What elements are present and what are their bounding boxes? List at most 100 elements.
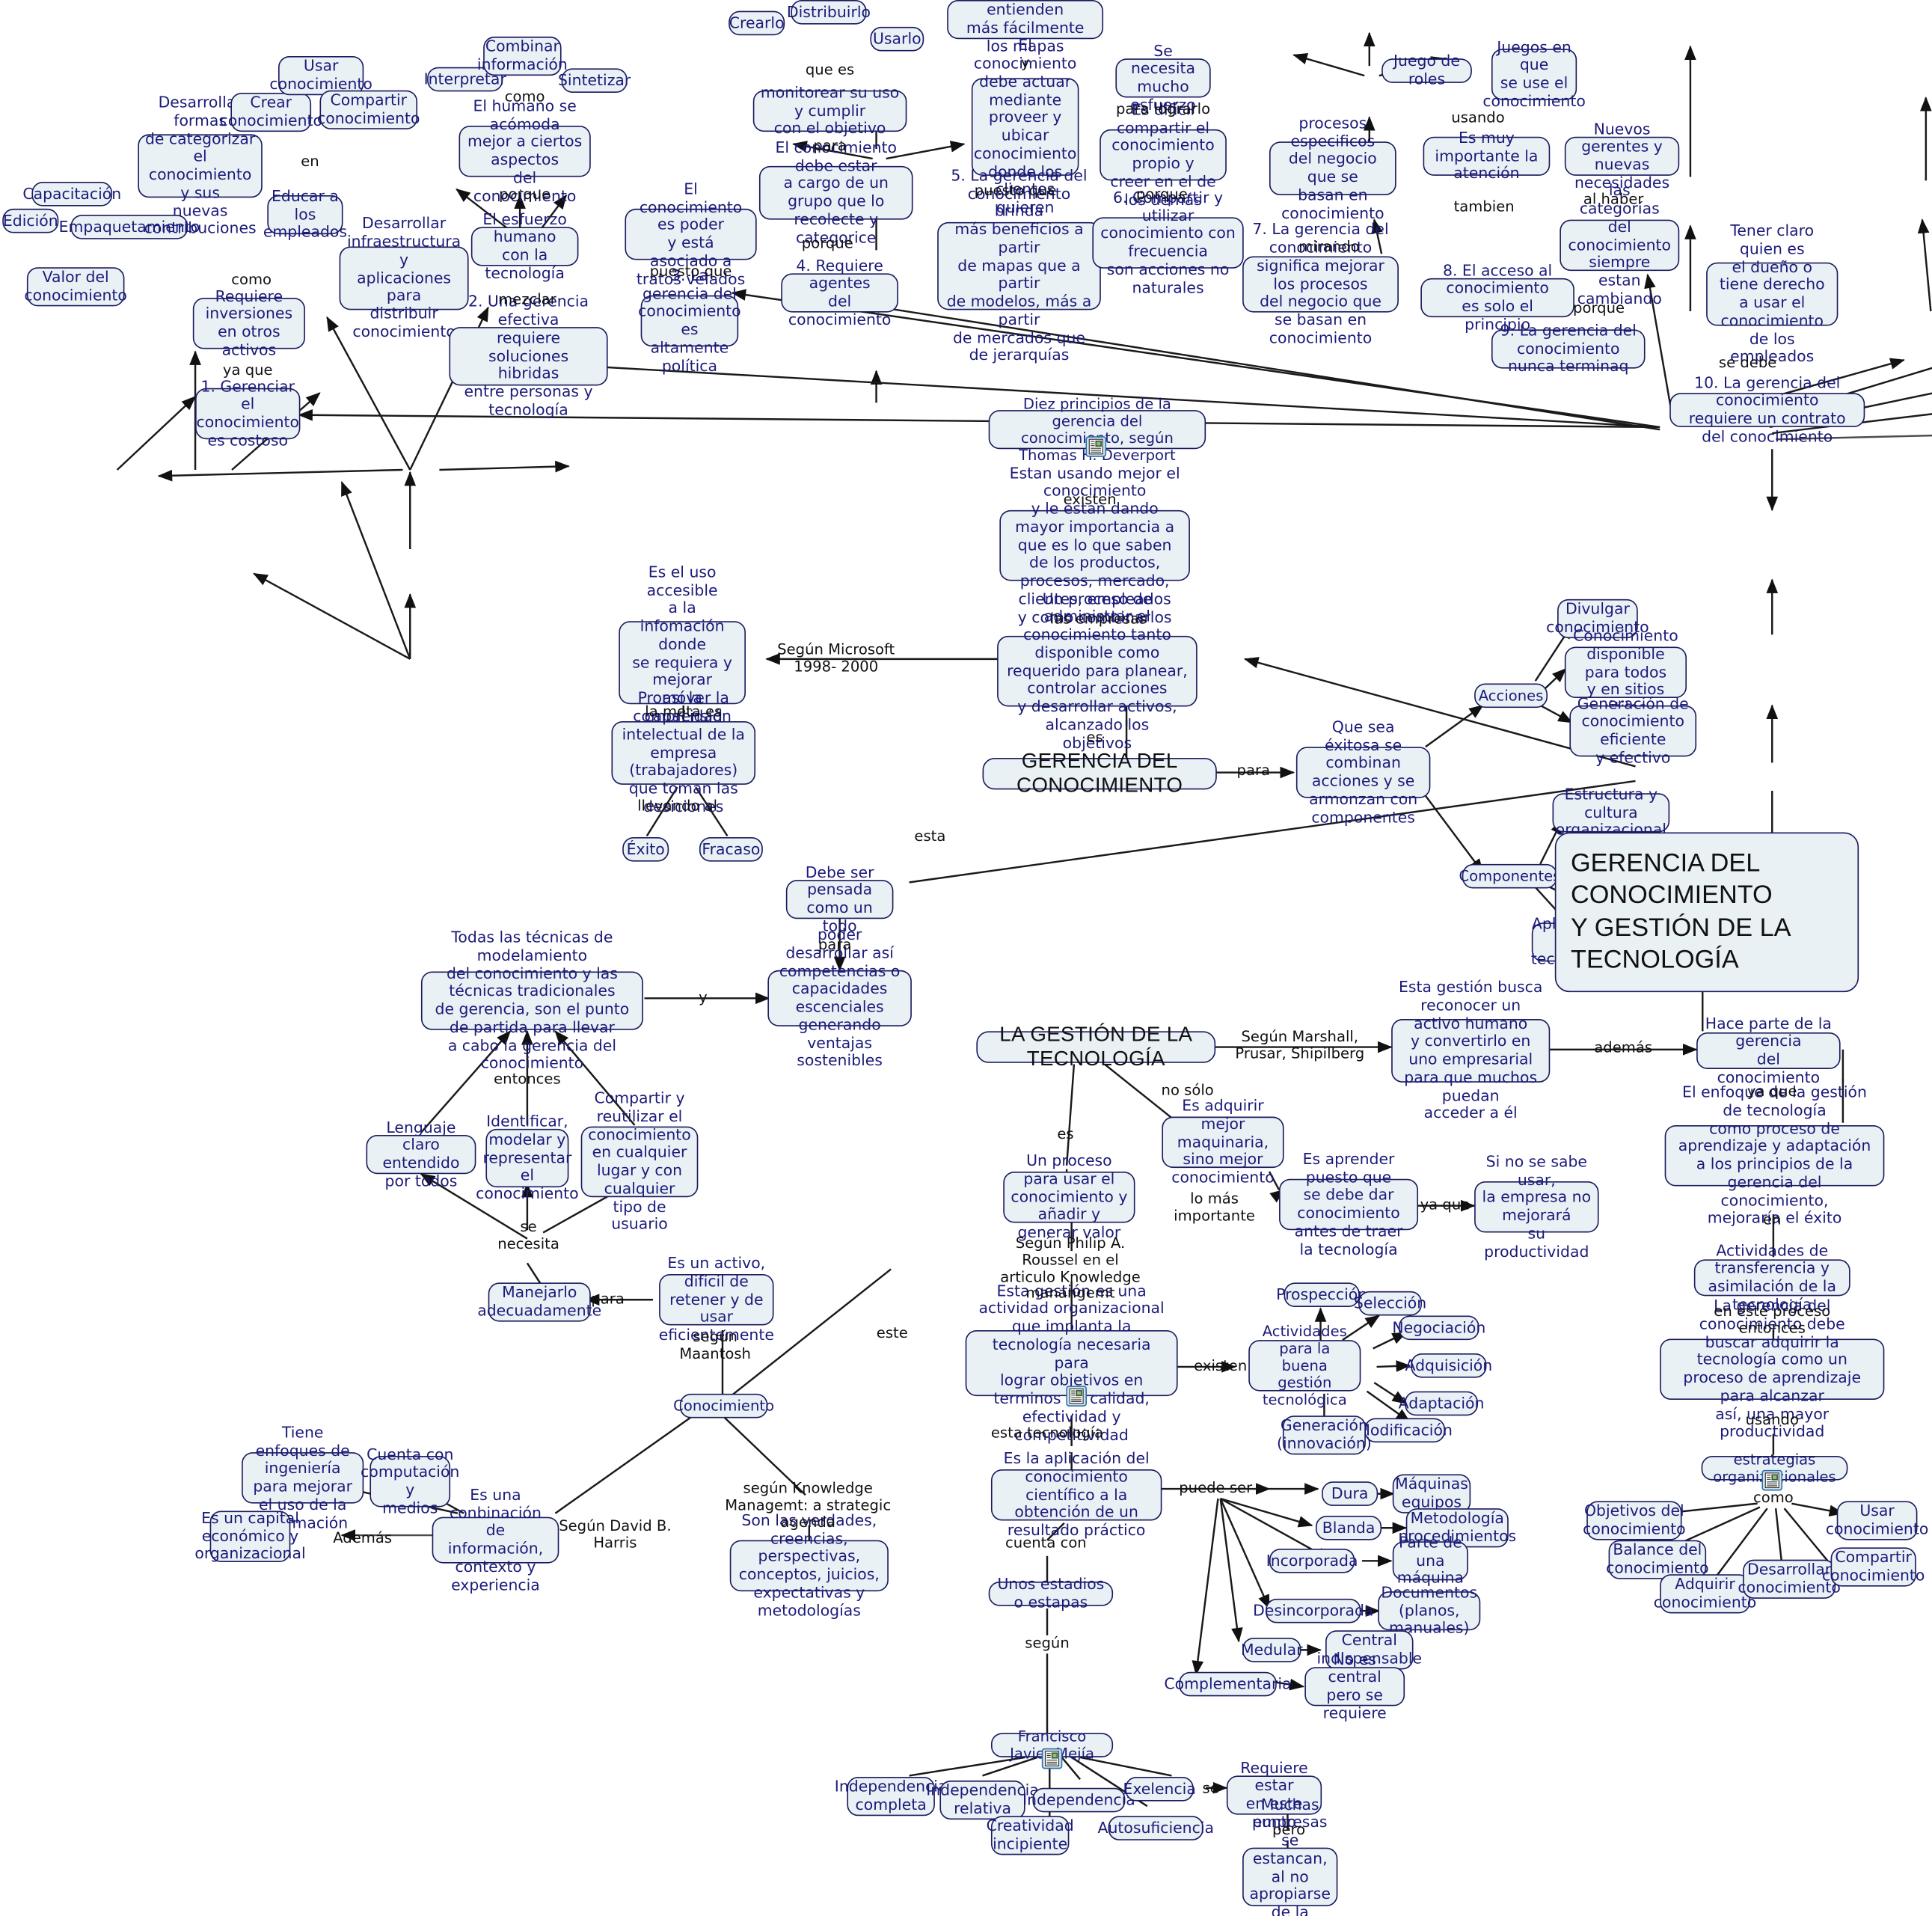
node-importante-atencion[interactable]: Es muy importante la atención	[1423, 128, 1551, 182]
node-creatividad-incipiente[interactable]: Creatividad incipiente	[987, 1816, 1074, 1855]
node-titulo-central[interactable]: GERENCIA DEL CONOCIMIENTO Y GESTIÓN DE L…	[1554, 832, 1859, 993]
node-gerencia-del-conocimiento[interactable]: GERENCIA DEL CONOCIMIENTO	[982, 749, 1217, 797]
node-adquirir-maquinaria[interactable]: Es adquirir mejor maquinaria, sino mejor…	[1162, 1096, 1284, 1187]
node-acciones[interactable]: Acciones	[1474, 683, 1548, 708]
node-componentes[interactable]: Componentes	[1459, 863, 1560, 889]
node-desincorporada[interactable]: Desincorporada	[1253, 1598, 1373, 1623]
node-conocimiento-grupo[interactable]: El conocimiento debe estar a cargo de un…	[758, 138, 913, 245]
node-blanda[interactable]: Blanda	[1315, 1515, 1382, 1540]
node-no-es-central[interactable]: No es central pero se requiere	[1304, 1650, 1405, 1721]
node-central-indispensable[interactable]: Central indispensable	[1317, 1630, 1422, 1670]
node-combinar-informacion[interactable]: Combinar información	[477, 36, 568, 76]
node-desarrollar-infraestructura[interactable]: Desarrollar infraestructura y aplicacion…	[339, 214, 469, 340]
node-principio-8[interactable]: 8. El acceso al conocimiento es solo el …	[1420, 260, 1574, 333]
node-es-capital[interactable]: Es un capital económico y organizacional	[194, 1508, 306, 1563]
node-es-combinacion[interactable]: Es una conbinación de información, conte…	[432, 1485, 559, 1593]
node-proceso-usar[interactable]: Un proceso para usar el conocimiento y a…	[1003, 1151, 1135, 1241]
node-si-no-sabe-usar[interactable]: Si no se sabe usar, la empresa no mejora…	[1474, 1152, 1599, 1260]
node-principio-2[interactable]: 2. Una gerencia efectiva requiere soluci…	[449, 293, 608, 418]
node-conocimiento[interactable]: Conocimiento	[673, 1393, 774, 1418]
node-identificar-modelar[interactable]: Identificar, modelar y representar el co…	[476, 1112, 579, 1202]
node-adquirir-conocimiento[interactable]: Adquirir conocimiento	[1654, 1574, 1756, 1614]
node-que-sea-exitosa[interactable]: Que sea éxitosa se combinan acciones y s…	[1295, 717, 1431, 825]
node-maquinas-equipos[interactable]: Máquinas equipos	[1392, 1474, 1471, 1513]
node-esfuerzo-humano[interactable]: El esfuerzo humano con la tecnología	[470, 209, 579, 281]
node-fracaso[interactable]: Fracaso	[699, 837, 763, 862]
node-enfoque-gestion[interactable]: El enfoque de la gestión de tecnología c…	[1664, 1083, 1885, 1227]
node-parte-maquina[interactable]: Parte de una máquina	[1392, 1533, 1468, 1587]
node-documentos[interactable]: Documentos (planos, manuales)	[1378, 1583, 1481, 1637]
node-exelencia[interactable]: Exelencia	[1123, 1777, 1196, 1802]
node-educar-empleados[interactable]: Educar a los empleados	[263, 186, 348, 241]
node-edicion[interactable]: Edición	[2, 208, 59, 233]
node-es-un-activo[interactable]: Es un activo, difícil de retener y de us…	[658, 1253, 774, 1344]
node-requiere-inversiones[interactable]: Requiere inversiones en otros activos	[192, 287, 305, 358]
node-dificil-compartir[interactable]: Es difícil compartir el conocimiento pro…	[1100, 100, 1227, 208]
node-principio-1[interactable]: 1. Gerenciar el conocimiento es costoso	[195, 376, 301, 449]
node-juegos-conocimiento[interactable]: Juegos en que se use el conocimiento	[1482, 37, 1586, 110]
node-poder-desarrollar[interactable]: poder desarrollar así competencias o cap…	[767, 925, 912, 1069]
node-lenguaje-claro[interactable]: Lenguaje claro entendido por todos	[366, 1118, 476, 1190]
node-balance-conocimiento[interactable]: Balance del conocimiento	[1606, 1540, 1709, 1579]
node-principio-5[interactable]: 5. La gerencia del conocimiento brinda m…	[937, 166, 1101, 364]
node-desarrollar-formas[interactable]: Desarrollar formas de categorizar el con…	[138, 93, 263, 237]
node-negociacion[interactable]: Negociación	[1392, 1315, 1485, 1341]
node-procesos-especificos[interactable]: procesos especificos del negocio que se …	[1269, 113, 1396, 221]
node-incorporada[interactable]: Incorporada	[1266, 1549, 1358, 1573]
node-esta-gestion-busca[interactable]: Esta gestión busca reconocer un activo h…	[1391, 978, 1551, 1121]
resource-icon-estrategias[interactable]	[1761, 1469, 1783, 1491]
node-gerencia-debe-buscar[interactable]: La gerencia del conocimiento debe buscar…	[1660, 1297, 1885, 1440]
node-muchas-empresas[interactable]: Muchas empresas se estancan, al no aprop…	[1242, 1795, 1338, 1916]
node-independencia-relativa[interactable]: Independencia relativa	[926, 1780, 1039, 1820]
node-adaptacion[interactable]: Adaptación	[1399, 1391, 1484, 1416]
node-sintetizar[interactable]: Sintetizar	[558, 68, 631, 93]
node-se-necesita-esfuerzo[interactable]: Se necesita mucho esfuerzo	[1115, 41, 1211, 113]
node-categorias-cambiando[interactable]: las categorías del conocimiento siempre …	[1560, 181, 1680, 307]
node-usuarios-entienden[interactable]: Los usuarios entienden más fácilmente lo…	[947, 0, 1104, 55]
node-estan-usando-mejor[interactable]: Estan usando mejor el conocimiento y le …	[999, 463, 1190, 625]
node-usar-conocimiento[interactable]: Usar conocimiento	[269, 56, 372, 96]
node-valor-conocimiento[interactable]: Valor del conocimiento	[24, 267, 127, 307]
node-principio-9[interactable]: 9. La gerencia del conocimiento nunca te…	[1491, 321, 1646, 375]
node-todas-tecnicas[interactable]: Todas las técnicas de modelamiento del c…	[420, 928, 643, 1071]
resource-icon-diez-principios[interactable]	[1085, 436, 1107, 457]
node-compartir-conocimiento-2[interactable]: Compartir conocimiento	[1822, 1547, 1925, 1587]
node-monitorear-uso[interactable]: monitorear su uso y cumplir con el objet…	[752, 83, 907, 137]
node-usar-conocimiento-2[interactable]: Usar conocimiento	[1826, 1501, 1928, 1540]
node-debe-ser-pensada[interactable]: Debe ser pensada como un todo	[785, 863, 894, 934]
node-principio-4[interactable]: 4. Requiere agentes del conocimiento	[781, 256, 898, 328]
node-distribuirlo[interactable]: Distribuirlo	[787, 0, 871, 25]
node-independencia[interactable]: Independencia	[1022, 1787, 1135, 1813]
node-juego-roles[interactable]: Juego de roles	[1381, 52, 1472, 88]
resource-icon-francisco-mejia[interactable]	[1041, 1748, 1063, 1769]
node-hace-parte[interactable]: Hace parte de la gerencia del conocimien…	[1696, 1014, 1841, 1086]
node-objetivos-conocimiento[interactable]: Objetivos del conocimiento	[1583, 1501, 1686, 1540]
node-gestion-tecnologia[interactable]: LA GESTIÓN DE LA TECNOLOGÍA	[976, 1023, 1216, 1071]
node-promover-capacidad[interactable]: Promover la capacidad intelectual de la …	[611, 689, 756, 815]
node-exito[interactable]: Éxito	[622, 837, 669, 862]
node-principio-10[interactable]: 10. La gerencia del conocimiento requier…	[1669, 373, 1865, 445]
node-usarlo[interactable]: Usarlo	[870, 26, 924, 52]
node-complementaria[interactable]: Complementaria	[1164, 1671, 1292, 1697]
node-conocimiento-poder[interactable]: El conocimiento es poder y está asociado…	[625, 180, 757, 287]
node-generacion-innovacion[interactable]: Generación (innovación)	[1277, 1415, 1372, 1455]
node-principio-7[interactable]: 7. La gerencia del conocimiento signific…	[1242, 220, 1399, 346]
node-compartir-conocimiento[interactable]: Compartir conocimiento	[317, 90, 420, 129]
node-principio-6[interactable]: 6. Compartir y utilizar conocimiento con…	[1092, 188, 1244, 296]
node-tener-claro-dueno[interactable]: Tener claro quien es el dueño o tiene de…	[1706, 221, 1839, 365]
node-conocimiento-disponible[interactable]: Conocimiento disponible para todos y en …	[1564, 626, 1687, 717]
node-conocimiento-actuar[interactable]: El conocimiento debe actuar mediante pro…	[971, 36, 1079, 216]
node-cuenta-computacion[interactable]: Cuenta con computación y medios	[361, 1444, 460, 1517]
node-generacion-conocimiento[interactable]: Generación de conocimiento eficiente y e…	[1569, 694, 1697, 766]
node-principio-3[interactable]: 3. La gerencia del conocimiento es altam…	[638, 266, 741, 374]
node-medular[interactable]: Medular	[1241, 1638, 1303, 1662]
node-seleccion[interactable]: Selección	[1354, 1291, 1426, 1316]
node-actividades-buena-gestion[interactable]: Actividades para la buena gestión tecnol…	[1248, 1323, 1361, 1409]
node-prospeccion[interactable]: Prospección	[1276, 1282, 1367, 1308]
node-manejarlo-adecuadamente[interactable]: Manejarlo adecuadamente	[477, 1282, 601, 1322]
resource-icon-esta-gestion[interactable]	[1066, 1386, 1088, 1407]
node-autosuficiencia[interactable]: Autosuficiencia	[1097, 1816, 1214, 1840]
node-dura[interactable]: Dura	[1322, 1481, 1379, 1506]
node-estructura-cultura[interactable]: Estructura y cultura organizacional	[1552, 785, 1670, 839]
node-humano-acomoda[interactable]: El humano se acómoda mejor a ciertos asp…	[459, 97, 591, 204]
